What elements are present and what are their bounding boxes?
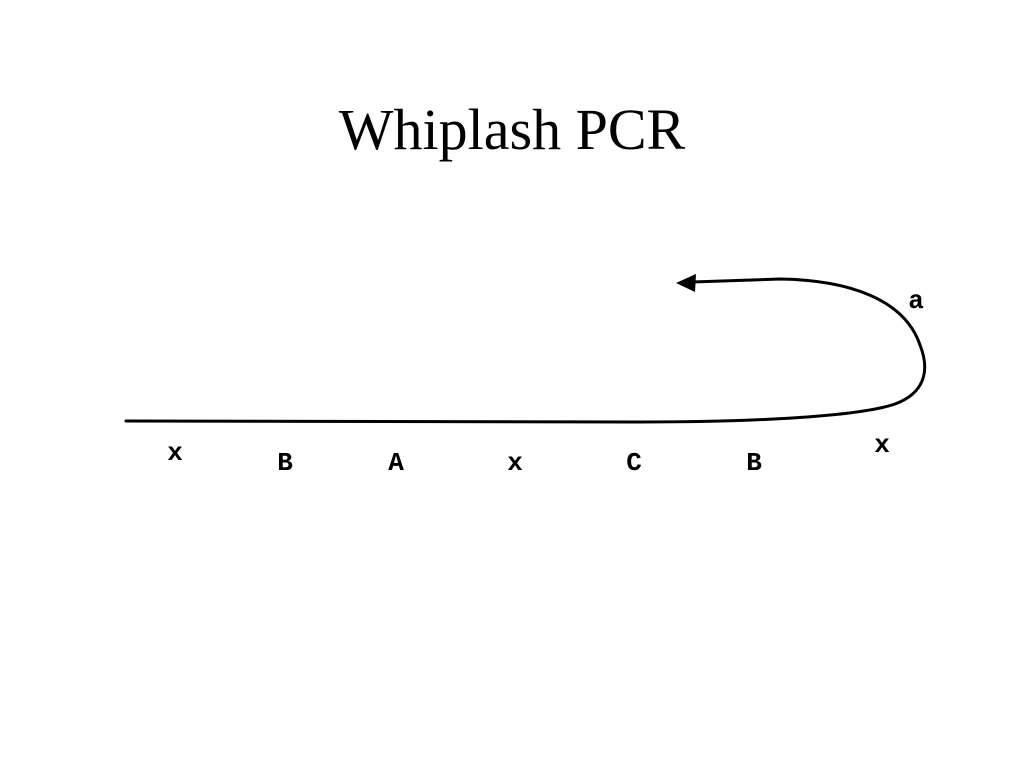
strand-arrowhead <box>676 274 696 292</box>
strand-label-x-left: x <box>167 438 183 468</box>
strand-label-b-left: B <box>277 448 293 478</box>
strand-label-a: A <box>388 448 404 478</box>
slide-title: Whiplash PCR <box>338 97 686 162</box>
hairpin-label-a: a <box>908 286 924 316</box>
strand-label-b-right: B <box>746 448 762 478</box>
strand-label-x-right: x <box>874 430 890 460</box>
strand-label-c: C <box>626 448 642 478</box>
strand-label-x-middle: x <box>507 448 523 478</box>
dna-strand-line <box>124 277 927 424</box>
